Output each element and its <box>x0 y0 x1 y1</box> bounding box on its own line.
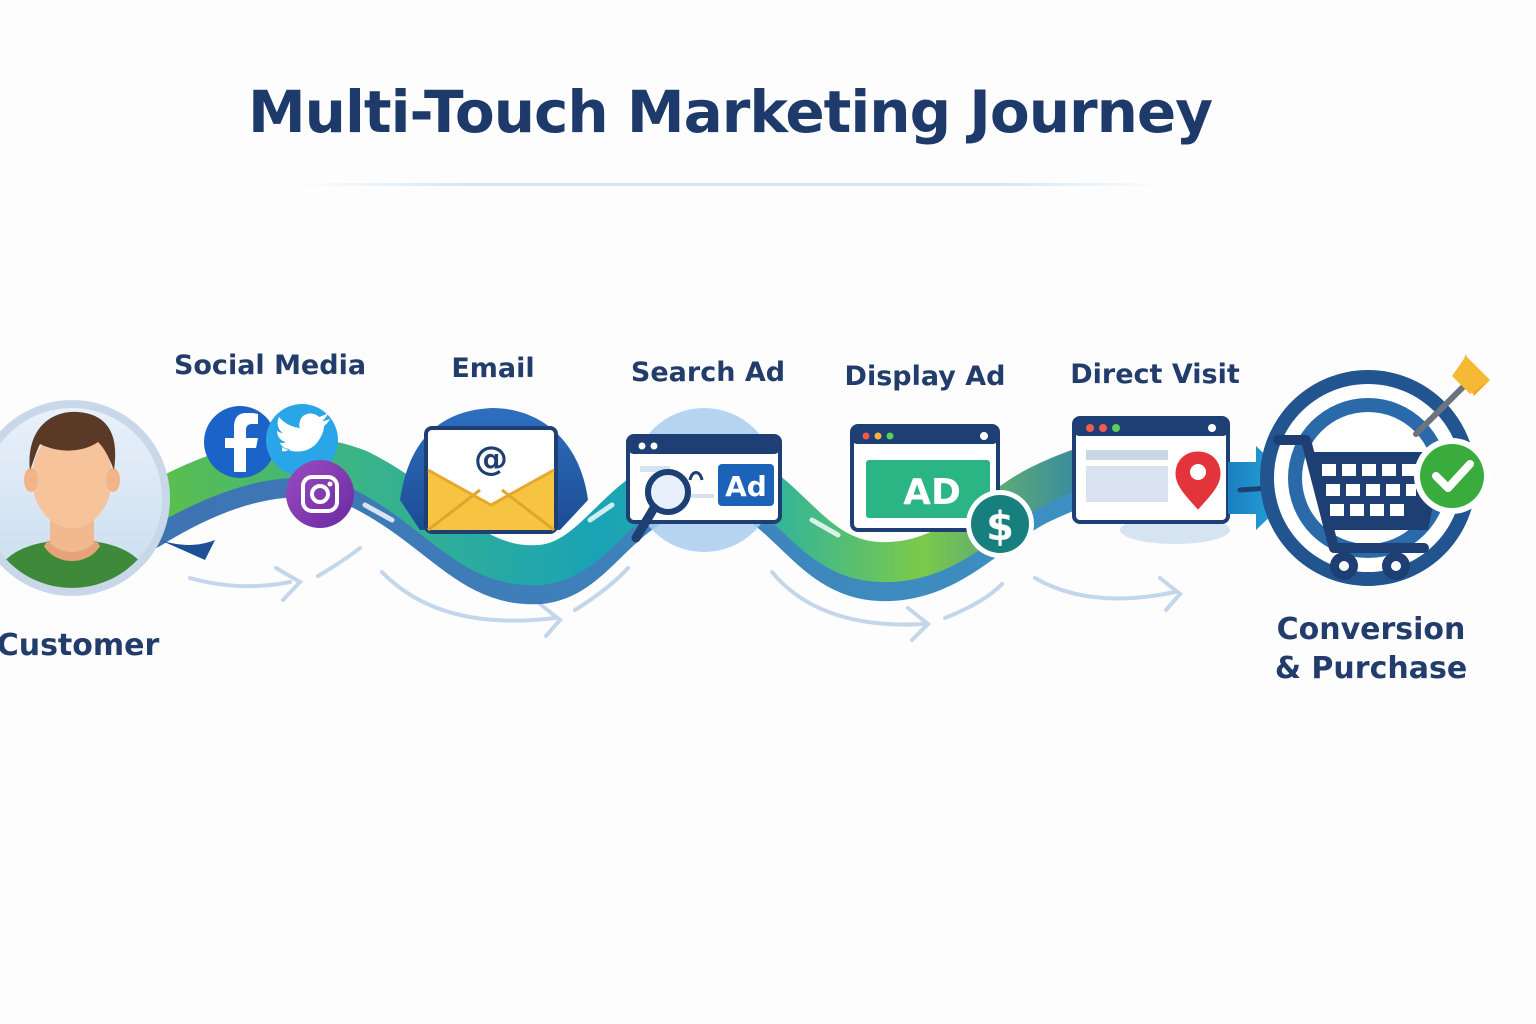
flow-arrow-head <box>906 606 931 642</box>
direct-visit-icon-group <box>1072 416 1230 544</box>
flow-arrow <box>316 546 362 578</box>
conversion-label-line1: Conversion <box>1276 612 1466 647</box>
email-icon-group: @ <box>400 408 588 534</box>
envelope-icon <box>424 426 558 534</box>
flow-arrow <box>943 582 1004 620</box>
magnifier-icon <box>631 469 691 543</box>
stage-label-customer: Customer <box>0 628 160 663</box>
svg-text:$: $ <box>986 504 1014 550</box>
target-arrow-icon <box>1413 354 1490 437</box>
conversion-icon-group <box>1260 354 1490 586</box>
social-media-icons <box>204 404 354 528</box>
flow-arrow-head <box>1158 576 1183 612</box>
stage-label-conversion: Conversion & Purchase <box>1275 610 1467 688</box>
instagram-icon <box>286 460 354 528</box>
page-title: Multi-Touch Marketing Journey <box>247 78 1213 146</box>
conversion-label-line2: & Purchase <box>1274 651 1468 686</box>
ad-badge-label: Ad <box>725 470 767 503</box>
shopping-cart-icon <box>1273 435 1444 580</box>
stage-label-direct-visit: Direct Visit <box>1070 359 1240 390</box>
secondary-flow-arrows <box>188 546 1183 642</box>
stage-label-email: Email <box>451 353 535 384</box>
browser-window-icon <box>850 424 1000 532</box>
location-pin-icon <box>1172 448 1224 515</box>
checkmark-icon <box>1414 438 1490 514</box>
stage-label-display-ad: Display Ad <box>844 361 1006 392</box>
flow-arrow <box>573 566 630 612</box>
flow-arrow <box>1033 576 1177 601</box>
title-divider <box>300 183 1165 186</box>
display-ad-icon-group: AD $ <box>850 424 1034 558</box>
display-ad-badge-label: AD <box>903 472 961 513</box>
customer-avatar <box>0 400 170 596</box>
flow-arrow-head <box>538 602 563 638</box>
dollar-icon: $ <box>966 490 1034 558</box>
search-ad-icon-group: Ad <box>626 408 782 552</box>
stage-label-search-ad: Search Ad <box>630 357 786 388</box>
stage-label-social-media: Social Media <box>173 350 367 381</box>
flow-arrow-head <box>274 566 304 602</box>
flow-arrow <box>188 576 292 589</box>
flow-arrow <box>380 570 557 623</box>
twitter-icon <box>266 404 338 476</box>
at-sign-icon: @ <box>474 439 508 479</box>
flow-arrow <box>770 570 927 627</box>
facebook-icon <box>204 406 276 478</box>
